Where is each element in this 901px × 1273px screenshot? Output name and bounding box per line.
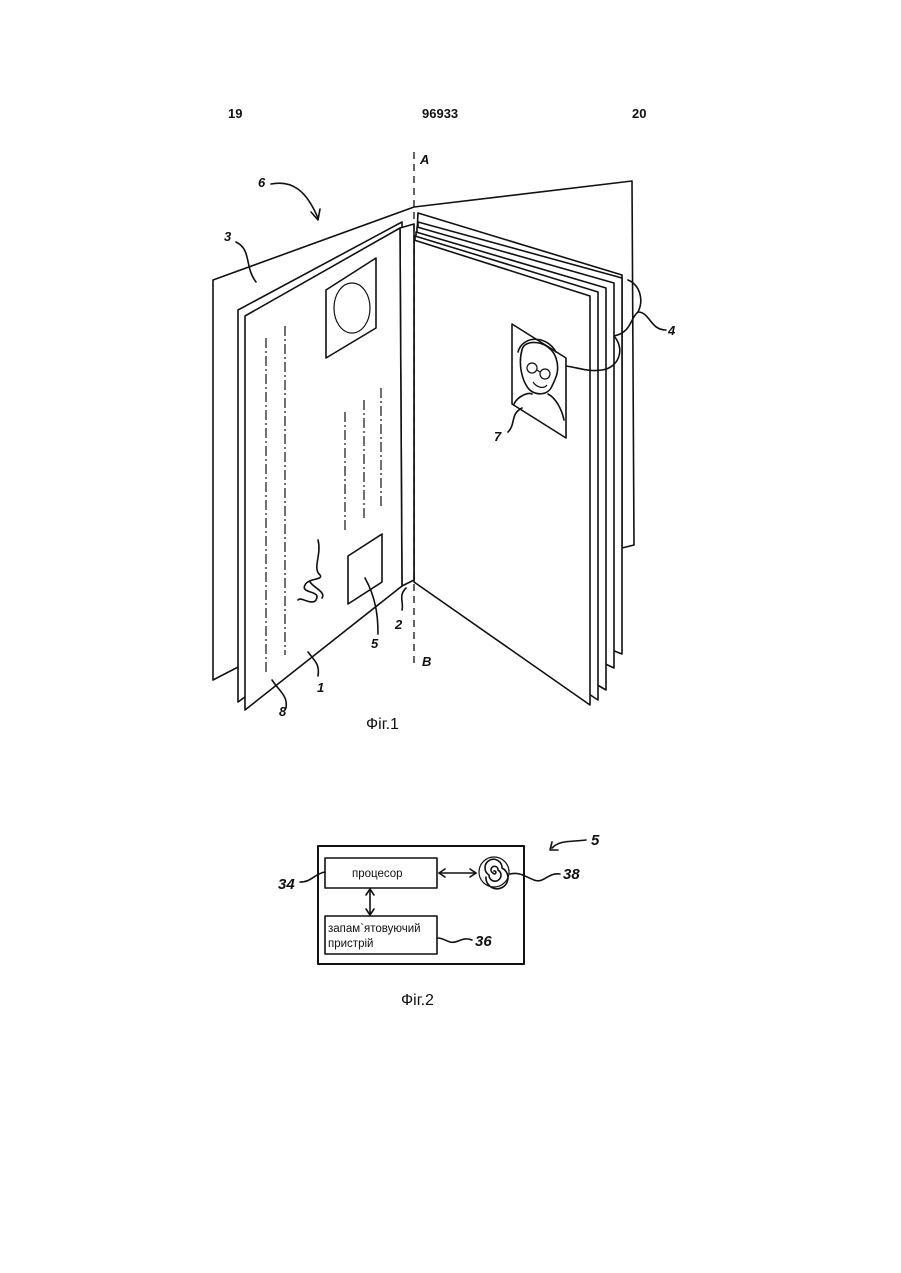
ref-7: 7 bbox=[494, 429, 502, 444]
leader-5-arrow bbox=[552, 840, 586, 848]
right-page-front bbox=[414, 240, 590, 705]
ref-38: 38 bbox=[563, 866, 580, 883]
memory-label-line2: пристрій bbox=[328, 938, 373, 950]
figure-1-booklet: A B 6 3 4 7 5 2 1 8 Фіг.1 bbox=[213, 152, 676, 733]
ref-3: 3 bbox=[224, 229, 232, 244]
axis-label-b: B bbox=[422, 654, 431, 669]
ref-8: 8 bbox=[279, 704, 287, 719]
memory-label-line1: запам`ятовуючий bbox=[328, 923, 421, 935]
ref-5: 5 bbox=[371, 636, 379, 651]
ref-2: 2 bbox=[394, 617, 403, 632]
axis-label-a: A bbox=[419, 152, 429, 167]
figure-2-block-diagram: процесор запам`ятовуючий пристрій 5 34 3… bbox=[278, 832, 600, 1009]
leader-2 bbox=[402, 588, 406, 610]
figure-2-caption: Фіг.2 bbox=[401, 992, 434, 1009]
ref-1: 1 bbox=[317, 680, 324, 695]
ref-5-fig2: 5 bbox=[591, 832, 600, 849]
ref-34: 34 bbox=[278, 876, 295, 893]
processor-label: процесор bbox=[352, 868, 403, 880]
figure-1-caption: Фіг.1 bbox=[366, 716, 399, 733]
ref-4: 4 bbox=[667, 323, 676, 338]
ref-36: 36 bbox=[475, 933, 492, 950]
ref-6: 6 bbox=[258, 175, 266, 190]
leader-6-arrowhead bbox=[311, 209, 320, 220]
